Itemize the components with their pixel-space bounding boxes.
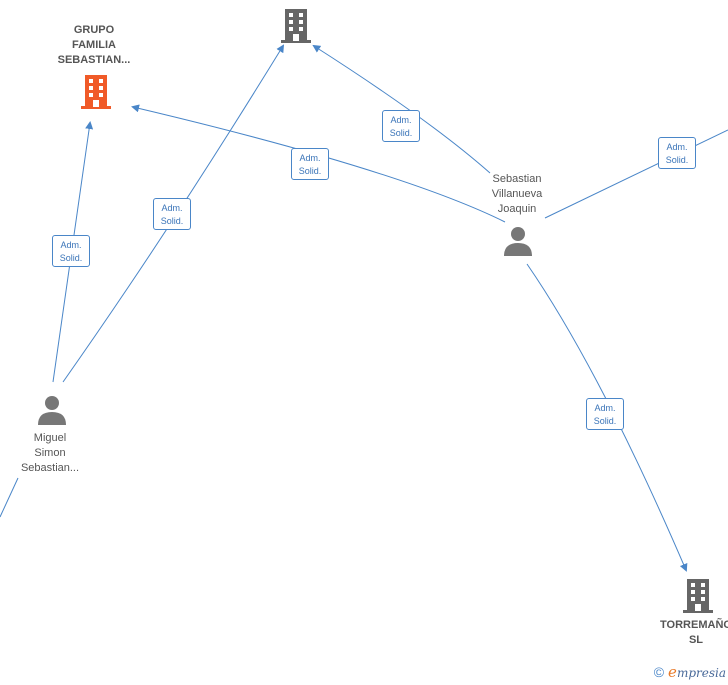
brand-rest: mpresia xyxy=(676,666,726,680)
label-line: Joaquin xyxy=(497,203,537,215)
sebastian-villanueva-label[interactable]: Sebastian Villanueva Joaquin xyxy=(472,172,562,217)
edge-label-role: Adm. xyxy=(161,203,183,213)
edge-label-type: Solid. xyxy=(160,216,184,226)
edge-label-sebastian-right[interactable]: Adm. Solid. xyxy=(658,137,696,169)
edge-label-type: Solid. xyxy=(59,253,83,263)
label-line: Sebastian xyxy=(492,173,542,185)
edge-label-role: Adm. xyxy=(299,153,321,163)
label-line: TORREMAÑO xyxy=(660,619,728,631)
brand-initial: e xyxy=(668,663,677,681)
copyright-icon: © xyxy=(653,664,665,680)
edge-label-type: Solid. xyxy=(665,155,689,165)
edge-label-miguel-top[interactable]: Adm. Solid. xyxy=(153,198,191,230)
building-icon[interactable] xyxy=(81,75,111,109)
building-icon[interactable] xyxy=(683,579,713,613)
edge-label-sebastian-grupo[interactable]: Adm. Solid. xyxy=(291,148,329,180)
label-line: Simon xyxy=(34,447,66,459)
grupo-familia-label[interactable]: GRUPO FAMILIA SEBASTIAN... xyxy=(44,23,144,68)
edge-sebastian-torremano xyxy=(526,263,688,572)
empresia-logo: empresia xyxy=(668,663,726,681)
edge-label-sebastian-top[interactable]: Adm. Solid. xyxy=(382,110,420,142)
label-line: Miguel xyxy=(33,432,67,444)
person-icon[interactable] xyxy=(37,395,67,425)
edge-miguel-offscreen xyxy=(0,477,19,518)
edge-label-role: Adm. xyxy=(60,240,82,250)
building-icon[interactable] xyxy=(281,9,311,43)
edge-label-role: Adm. xyxy=(594,403,616,413)
edge-label-type: Solid. xyxy=(389,128,413,138)
label-line: Villanueva xyxy=(491,188,543,200)
edge-label-role: Adm. xyxy=(666,142,688,152)
label-line: SEBASTIAN... xyxy=(57,54,131,66)
edge-sebastian-right xyxy=(544,129,728,219)
label-line: FAMILIA xyxy=(72,39,116,51)
torremano-label[interactable]: TORREMAÑO SL xyxy=(648,618,728,648)
edge-label-sebastian-torremano[interactable]: Adm. Solid. xyxy=(586,398,624,430)
miguel-simon-label[interactable]: Miguel Simon Sebastian... xyxy=(5,431,95,476)
edge-label-role: Adm. xyxy=(390,115,412,125)
person-icon[interactable] xyxy=(503,226,533,256)
edge-label-miguel-grupo[interactable]: Adm. Solid. xyxy=(52,235,90,267)
edge-sebastian-grupo xyxy=(131,104,506,223)
edge-label-type: Solid. xyxy=(298,166,322,176)
edge-label-type: Solid. xyxy=(593,416,617,426)
label-line: Sebastian... xyxy=(20,462,80,474)
empresia-credit: © empresia xyxy=(654,663,726,681)
label-line: GRUPO xyxy=(73,24,115,36)
label-line: SL xyxy=(688,634,704,646)
